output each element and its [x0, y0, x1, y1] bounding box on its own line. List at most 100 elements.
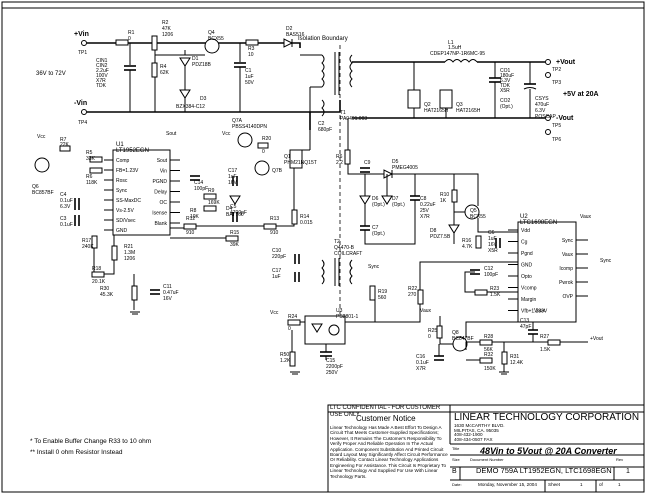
c6-ref: C6: [488, 230, 495, 236]
t1-aux: [321, 99, 325, 117]
co1-voltage: 6.3V: [500, 78, 511, 84]
q7a-transistor: [237, 132, 253, 148]
c11-value: 0.47uF: [163, 290, 179, 296]
rev-field-label: Rev: [616, 457, 624, 462]
cin-vendor: TDK: [96, 83, 107, 89]
u2-ref: U2: [520, 214, 528, 220]
q7a-ref: Q7A: [232, 118, 243, 124]
company-name: LINEAR TECHNOLOGY CORPORATION: [454, 412, 640, 423]
d8-diode: [448, 224, 460, 234]
sheet-number: 1: [580, 482, 583, 487]
t2-secondary: [349, 259, 353, 285]
sync-net-1: Sync: [368, 264, 380, 270]
q7b-transistor: [254, 160, 270, 176]
vaux-net-2: Vaux: [420, 308, 432, 314]
r2-value: 47K: [162, 26, 172, 32]
r13-resistor: [263, 223, 277, 230]
c4-value: 0.1uF: [60, 198, 73, 204]
co2-value: (Opt.): [500, 104, 513, 110]
vin-neg-label: -Vin: [74, 100, 87, 107]
c12-value: 100pF: [484, 272, 498, 278]
r6b-resistor: [344, 149, 351, 165]
r19-value: 560: [378, 295, 387, 301]
q4-transistor: [204, 38, 220, 54]
c15-value: 2200pF: [326, 364, 343, 370]
r50-ref: R50: [280, 352, 289, 358]
r1-ref: R1: [128, 30, 135, 36]
csys-type: POSCAP: [535, 114, 557, 120]
c11-ref: C11: [163, 284, 172, 290]
r14-ref: R14: [300, 214, 309, 220]
tp1-label: TP1: [78, 50, 87, 56]
r3-resistor: [245, 39, 259, 46]
d7-ref: D7: [392, 196, 399, 202]
t1-value: PA0491.003: [340, 116, 367, 122]
c13-ref: C13: [520, 318, 529, 324]
r24-value: 0: [288, 326, 291, 332]
t2-ref: T2: [334, 239, 340, 245]
tp4-label: TP4: [78, 120, 87, 126]
u1-pins-left-label: Sync: [116, 188, 128, 194]
csys-value: 470uF: [535, 102, 549, 108]
vcc-net-1: Vcc: [37, 134, 46, 140]
u2-pins-right-label: Vaux: [562, 252, 574, 258]
c17b-value: 1uF: [272, 274, 281, 280]
tp2-label: TP2: [552, 67, 561, 73]
r8-resistor: [203, 205, 217, 212]
r23-ref: R23: [490, 286, 499, 292]
r14-value: 0.015: [300, 220, 313, 226]
vaux-net-1: Vaux: [580, 214, 592, 220]
r12-resistor: [183, 223, 197, 230]
c16-ref: C16: [416, 354, 425, 360]
r10-ref: R10: [440, 192, 449, 198]
r27-ref: R27: [540, 334, 549, 340]
d5-diode: [383, 169, 394, 179]
r22-ref: R22: [408, 286, 417, 292]
u2-pins-left-label: Vcomp: [521, 286, 537, 292]
d5-ref: D5: [392, 159, 399, 165]
r31-resistor: [501, 351, 508, 365]
d6-diode: [359, 195, 371, 205]
r31-value: 12.4K: [510, 360, 524, 366]
c10-ref: C10: [272, 248, 281, 254]
sheet-border: [1, 1, 645, 493]
cin-dielectric: X7R: [96, 78, 106, 84]
r1-resistor: [115, 39, 129, 46]
d4-value: BAT760: [226, 212, 244, 218]
notice-body: Linear Technology Has Made A Best Effort…: [330, 425, 448, 479]
q8-ref: Q8: [452, 330, 459, 336]
q2-mosfet: [407, 89, 421, 109]
u2-pins-left-label: Margin: [521, 297, 537, 303]
r6-ref: R6: [86, 174, 93, 180]
address-line-1: 1630 McCARTHY BLVD.: [454, 423, 505, 428]
r2-package: 1206: [162, 32, 173, 38]
docnum-field-label: Document Number: [470, 457, 504, 462]
q8-value: BC847BF: [452, 336, 474, 342]
tp3-terminal: [545, 72, 551, 78]
u1-ic: [112, 149, 171, 236]
r27-value: 1.5K: [540, 347, 551, 353]
r25-value: 0: [428, 334, 431, 340]
vaux-net-3: Vaux: [534, 308, 546, 314]
co1-ref: CO1: [500, 68, 511, 74]
r25-resistor: [436, 325, 443, 339]
vout-pos-label: +Vout: [556, 59, 576, 66]
d6-value: (Opt.): [372, 202, 385, 208]
r6-value: 118K: [86, 180, 98, 186]
document-number: DEMO 759A LT1952EGN, LTC1698EGN: [476, 466, 612, 475]
r5-resistor: [89, 156, 103, 163]
u1-pins-right-label: PGND: [153, 179, 168, 185]
d1-ref: D1: [192, 56, 199, 62]
address-line-2: MILPITAS, CA. 95035: [454, 427, 499, 433]
c15-voltage: 250V: [326, 370, 338, 376]
size-field-label: Size: [452, 457, 460, 462]
tp4-terminal: [81, 109, 87, 115]
u2-pins-left-label: Vfb+1.233V: [521, 309, 548, 315]
u1-pins-right-label: Delay: [154, 190, 167, 196]
r15-resistor: [225, 235, 239, 242]
title-field-label: Title: [452, 446, 460, 451]
c17-ref: C17: [228, 168, 237, 174]
vcc-net-2: Vcc: [222, 131, 231, 137]
ground-symbols: [130, 311, 509, 375]
